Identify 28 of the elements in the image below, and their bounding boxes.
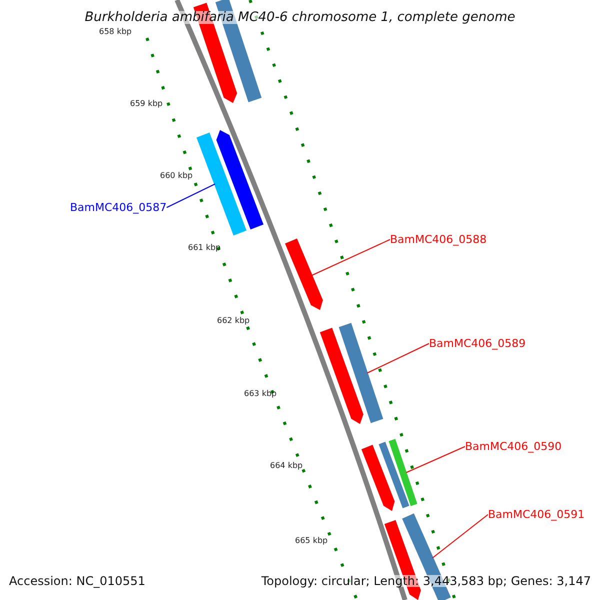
leader-line: [166, 184, 216, 208]
leader-line: [311, 239, 390, 276]
gene-bar: [388, 438, 418, 506]
gene-bar: [196, 132, 246, 236]
gene-bar: [338, 322, 384, 424]
scale-label: 660 kbp: [160, 172, 193, 180]
scale-label: 661 kbp: [188, 244, 221, 252]
gene-label: BamMC406_0591: [488, 509, 585, 520]
leader-line: [432, 514, 488, 558]
scale-label: 664 kbp: [270, 462, 303, 470]
gene-label: BamMC406_0588: [390, 234, 487, 245]
gene-label: BamMC406_0589: [429, 338, 526, 349]
gene-label: BamMC406_0590: [465, 441, 562, 452]
scale-label: 663 kbp: [244, 390, 277, 398]
leader-line: [406, 446, 466, 473]
gene-feature: [320, 328, 364, 424]
scale-label: 658 kbp: [99, 28, 132, 36]
gene-feature: [285, 238, 323, 310]
scale-label: 659 kbp: [130, 100, 163, 108]
scale-label: 665 kbp: [295, 537, 328, 545]
scale-label: 662 kbp: [217, 317, 250, 325]
leader-line: [366, 343, 430, 374]
gene-feature: [216, 130, 264, 230]
gene-feature: [361, 444, 395, 511]
summary-label: Topology: circular; Length: 3,443,583 bp; Genes: 3,147: [261, 575, 591, 587]
gene-bar: [378, 442, 410, 508]
gene-label: BamMC406_0587: [70, 202, 167, 213]
accession-label: Accession: NC_010551: [9, 575, 146, 587]
